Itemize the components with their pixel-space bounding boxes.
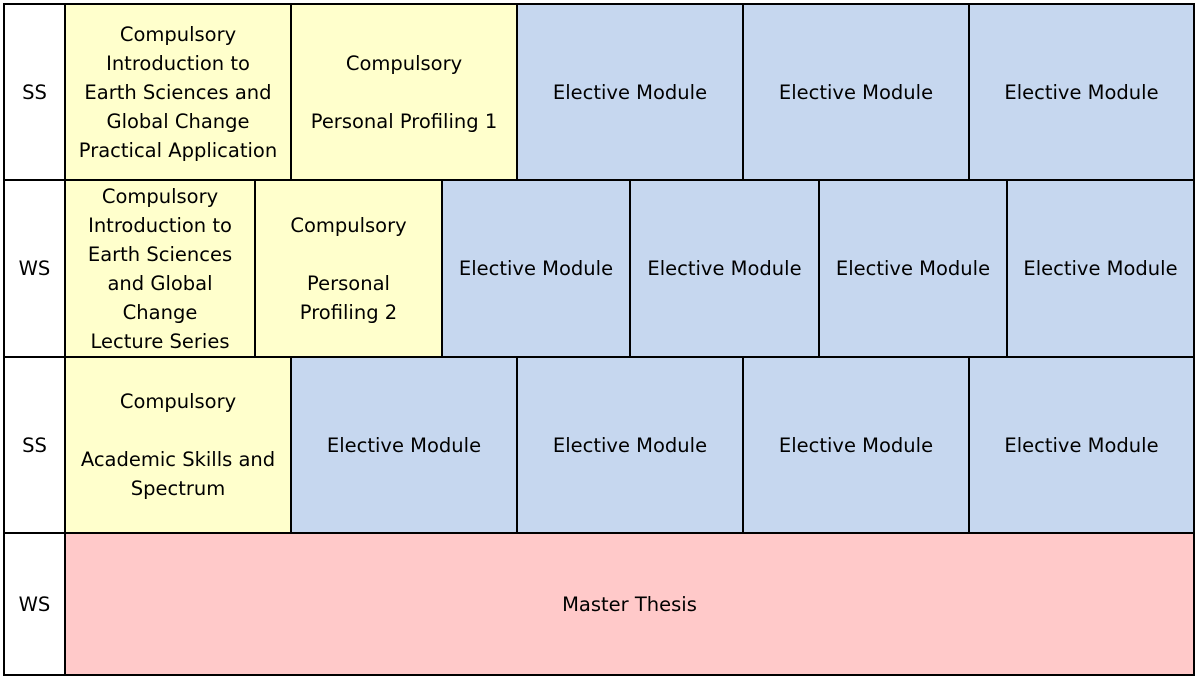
elective-module: Elective Module	[516, 3, 744, 181]
elective-module: Elective Module	[818, 179, 1008, 358]
study-plan-grid: SS Compulsory Introduction to Earth Scie…	[3, 3, 1195, 676]
compulsory-module-intro-lecture: Compulsory Introduction to Earth Science…	[64, 179, 256, 358]
module-line: Compulsory	[290, 213, 407, 237]
elective-module-label: Elective Module	[552, 433, 708, 457]
elective-module-label: Elective Module	[326, 433, 482, 457]
module-line: Compulsory	[119, 390, 237, 413]
elective-module: Elective Module	[1006, 179, 1195, 358]
elective-module-label: Elective Module	[1004, 80, 1159, 104]
semester-label: SS	[3, 3, 66, 181]
master-thesis-label: Master Thesis	[562, 592, 697, 616]
module-line: Spectrum	[130, 477, 226, 500]
module-line: Lecture Series	[90, 329, 230, 353]
semester-label-text: SS	[22, 80, 47, 104]
semester-label: WS	[3, 179, 66, 358]
master-thesis: Master Thesis	[64, 532, 1195, 676]
elective-module: Elective Module	[441, 179, 631, 358]
module-line: Change	[122, 300, 198, 324]
module-line: Earth Sciences	[87, 242, 233, 266]
module-line: Compulsory	[101, 184, 219, 208]
module-line: Personal Profiling 1	[310, 109, 498, 133]
elective-module-label: Elective Module	[1023, 257, 1178, 280]
module-line: Compulsory	[119, 22, 237, 46]
module-line: Introduction to	[106, 51, 250, 75]
semester-label-text: SS	[22, 433, 47, 457]
elective-module-label: Elective Module	[647, 257, 802, 280]
elective-module: Elective Module	[290, 356, 518, 534]
elective-module-label: Elective Module	[1004, 433, 1159, 457]
elective-module-label: Elective Module	[835, 257, 991, 280]
elective-module: Elective Module	[742, 356, 970, 534]
semester-label-text: WS	[18, 592, 51, 616]
module-line: Compulsory	[345, 51, 463, 75]
compulsory-module-intro-practical: Compulsory Introduction to Earth Science…	[64, 3, 292, 181]
semester-label: SS	[3, 356, 66, 534]
semester-label-text: WS	[18, 257, 51, 280]
compulsory-module-profiling-1: Compulsory Personal Profiling 1	[290, 3, 518, 181]
elective-module: Elective Module	[968, 3, 1195, 181]
module-line: Introduction to	[88, 213, 232, 237]
module-line: and Global	[107, 271, 213, 295]
elective-module: Elective Module	[968, 356, 1195, 534]
elective-module-label: Elective Module	[778, 433, 934, 457]
elective-module-label: Elective Module	[778, 80, 934, 104]
module-line: Earth Sciences and	[84, 80, 272, 104]
compulsory-module-profiling-2: Compulsory Personal Profiling 2	[254, 179, 443, 358]
module-line: Academic Skills and	[80, 448, 276, 471]
elective-module: Elective Module	[742, 3, 970, 181]
module-line: Personal	[307, 271, 390, 295]
semester-label: WS	[3, 532, 66, 676]
module-line: Profiling 2	[299, 300, 398, 324]
compulsory-module-academic-skills: Compulsory Academic Skills and Spectrum	[64, 356, 292, 534]
elective-module-label: Elective Module	[458, 257, 614, 280]
elective-module: Elective Module	[629, 179, 820, 358]
module-line: Practical Application	[78, 138, 278, 162]
elective-module: Elective Module	[516, 356, 744, 534]
elective-module-label: Elective Module	[552, 80, 708, 104]
module-line: Global Change	[106, 109, 250, 133]
